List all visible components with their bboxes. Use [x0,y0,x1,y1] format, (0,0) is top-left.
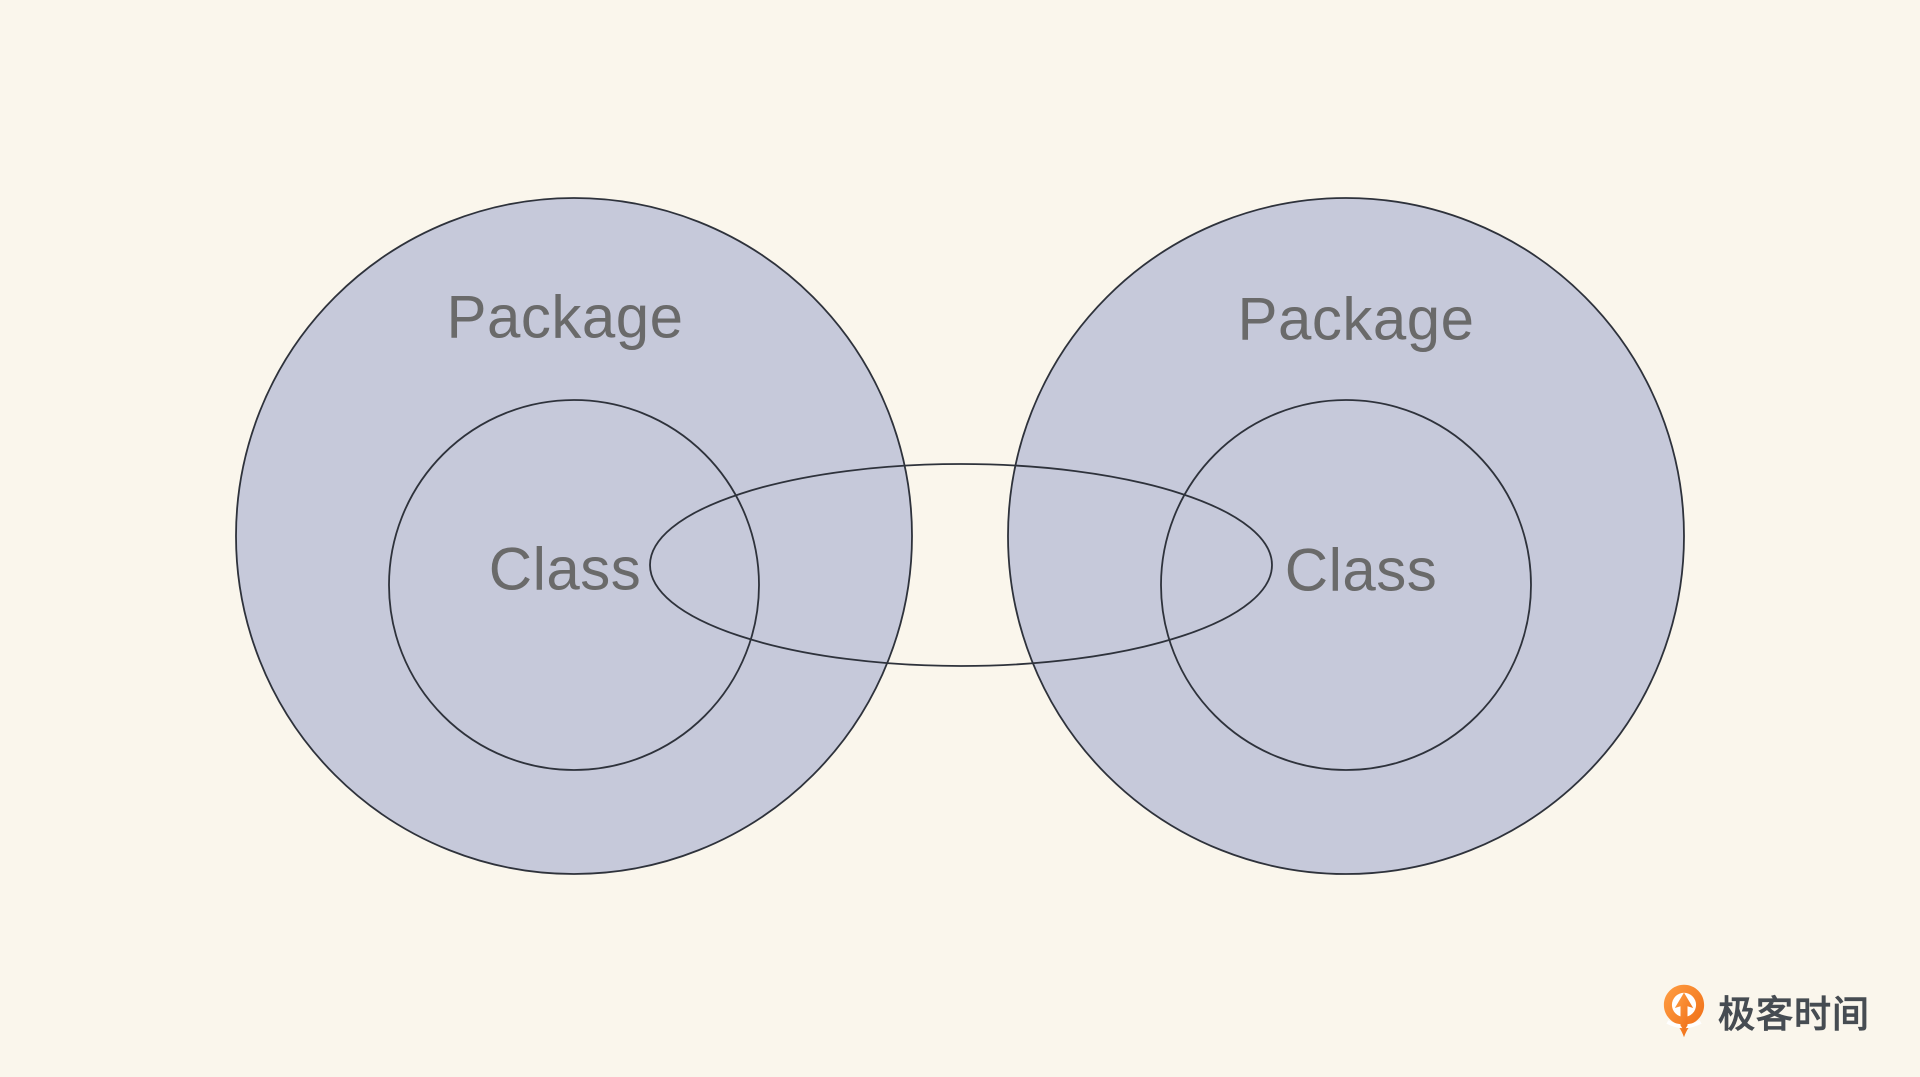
association-ellipse [649,463,1273,667]
left-class-label: Class [488,535,642,603]
left-class-circle [388,399,760,771]
left-package-circle [235,197,913,875]
geektime-logo-icon [1663,984,1705,1038]
right-class-label: Class [1284,536,1438,604]
right-package-circle [1007,197,1685,875]
right-package-label: Package [1237,285,1475,353]
geektime-logo-text: 极客时间 [1718,994,1870,1035]
right-class-circle [1160,399,1532,771]
geektime-logo: 极客时间 [1663,983,1870,1039]
left-package-label: Package [446,283,684,351]
